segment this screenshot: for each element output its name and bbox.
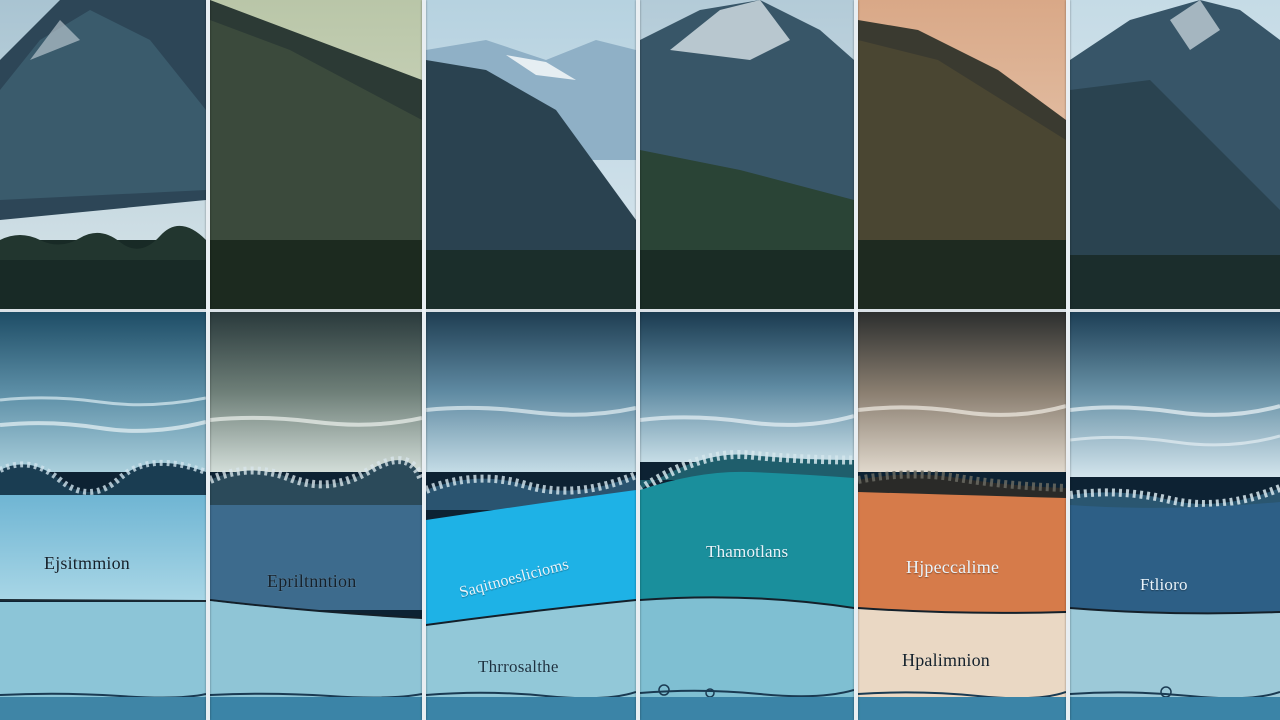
panel-3: Saqitnoeslicioms Thrrosalthe [426,0,636,720]
panel-divider [854,0,858,720]
panel-3-scene [426,0,636,720]
panel-2-layer-label: Epriltnntion [267,571,357,591]
panel-5-lower-label: Hpalimnion [902,650,990,670]
panel-3-lower-label: Thrrosalthe [478,657,559,676]
panel-2-scene [210,0,422,720]
panel-1-scene [0,0,206,720]
panel-4-layer-label: Thamotlans [706,542,789,561]
panel-4: Thamotlans [640,0,854,720]
panel-divider [636,0,640,720]
panel-1: Ejsitmmion [0,0,206,720]
panel-5: Hjpeccalime Hpalimnion [858,0,1066,720]
panel-2: Epriltnntion [210,0,422,720]
panel-4-scene [640,0,854,720]
panel-5-layer-label: Hjpeccalime [906,557,1000,577]
panel-6: Ftlioro [1070,0,1280,720]
panel-5-scene [858,0,1066,720]
horizon-divider [0,309,1280,312]
panel-divider [1066,0,1070,720]
panel-divider [422,0,426,720]
panel-6-scene [1070,0,1280,720]
panel-1-layer-label: Ejsitmmion [44,553,131,573]
panel-6-layer-label: Ftlioro [1140,575,1188,594]
panel-divider [206,0,210,720]
